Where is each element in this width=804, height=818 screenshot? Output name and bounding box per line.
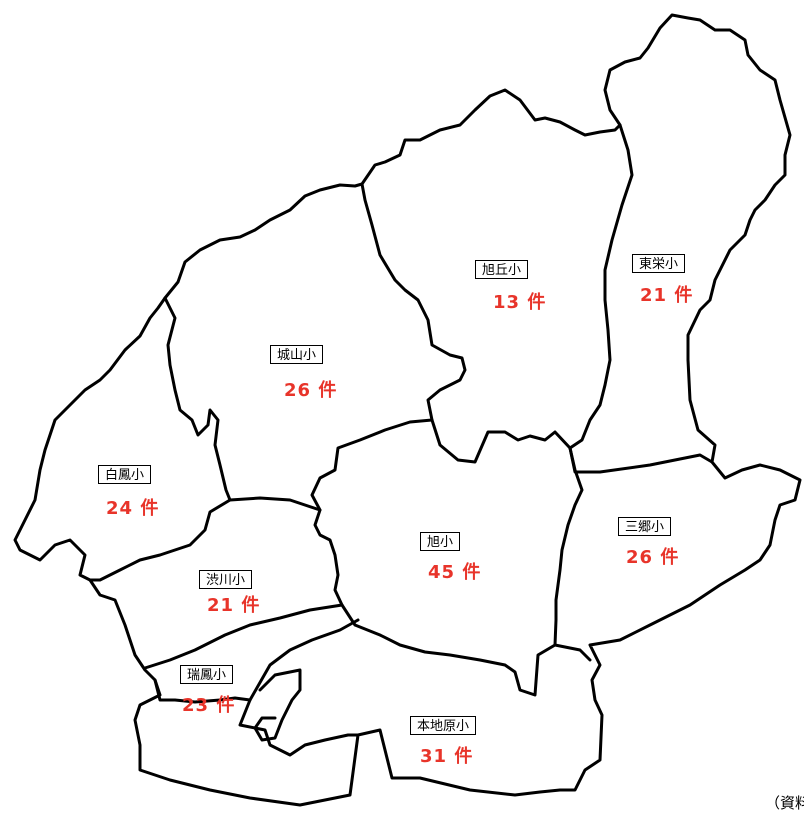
- boundary-asahi-honjibara: [340, 603, 592, 697]
- boundary-hakuho-shiroyama: [163, 296, 232, 502]
- boundary-shibukawa-zuiho: [143, 603, 344, 670]
- district-count-shiroyama: 26 件: [284, 380, 338, 401]
- boundary-zuiho-west: [153, 678, 252, 704]
- boundary-hakuho-shibukawa: [88, 498, 232, 582]
- boundary-asahi-sango: [553, 446, 584, 647]
- boundary-zuiho-honjibara: [238, 618, 360, 757]
- source-note: （資料: [765, 794, 804, 812]
- map-outline: [13, 13, 802, 807]
- district-label-hakuho: 白鳳小: [98, 465, 152, 484]
- boundary-kyokuoka-shiroyama: [360, 182, 467, 422]
- boundary-shiroyama-asahi: [310, 418, 434, 512]
- district-label-zuiho: 瑞鳳小: [180, 665, 234, 684]
- boundary-kyokuoka-asahi: [430, 418, 572, 464]
- district-count-honjibara: 31 件: [420, 746, 474, 767]
- district-label-kyokuoka: 旭丘小: [475, 260, 529, 279]
- district-count-hakuho: 24 件: [106, 498, 160, 519]
- district-label-shiroyama: 城山小: [270, 345, 324, 364]
- district-count-zuiho: 23 件: [182, 695, 236, 716]
- boundary-shibukawa-shiroyama: [228, 496, 344, 607]
- district-count-sango: 26 件: [626, 547, 680, 568]
- district-label-asahi: 旭小: [420, 532, 461, 551]
- boundary-zuiho-inner: [253, 668, 302, 742]
- district-count-asahi: 45 件: [428, 562, 482, 583]
- district-label-honjibara: 本地原小: [410, 716, 477, 735]
- district-count-shibukawa: 21 件: [207, 595, 261, 616]
- district-count-toei: 21 件: [640, 285, 694, 306]
- district-label-sango: 三郷小: [618, 517, 672, 536]
- boundary-kyokuoka-toei: [568, 123, 634, 450]
- district-label-shibukawa: 渋川小: [199, 570, 253, 589]
- district-count-kyokuoka: 13 件: [493, 292, 547, 313]
- district-label-toei: 東栄小: [632, 254, 686, 273]
